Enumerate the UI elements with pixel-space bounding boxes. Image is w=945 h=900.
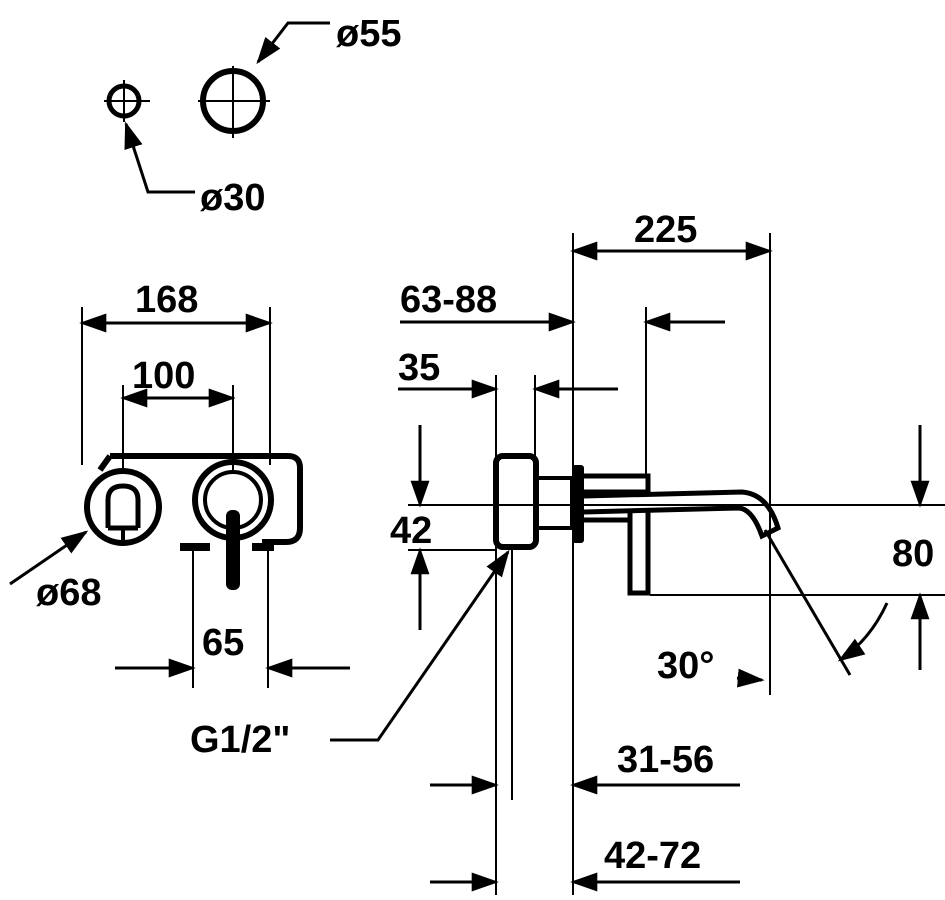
label-35: 35	[398, 347, 440, 389]
leader-d68	[9, 530, 89, 586]
label-31-56: 31-56	[617, 739, 714, 781]
label-100: 100	[132, 355, 195, 397]
label-d30: ø30	[200, 177, 265, 219]
label-g1-2: G1/2"	[190, 719, 290, 761]
label-225: 225	[634, 209, 697, 251]
front-view: 168 100 ø68 65	[9, 279, 350, 688]
wall-plate	[110, 453, 303, 545]
label-65: 65	[202, 622, 244, 664]
label-d68: ø68	[36, 572, 101, 614]
label-42: 42	[390, 510, 432, 552]
cutout-symbols: ø55 ø30	[104, 13, 401, 219]
small-hole-symbol	[104, 80, 150, 122]
label-168: 168	[135, 279, 198, 321]
diverter-knob	[84, 468, 162, 546]
leader-d30	[124, 121, 195, 194]
side-view: 225 63-88 35 42 80 30°	[190, 209, 945, 895]
label-63-88: 63-88	[400, 279, 497, 321]
leader-thread	[330, 549, 510, 742]
label-30-degrees: 30°	[657, 645, 714, 687]
spout	[583, 489, 781, 540]
flow-line	[763, 529, 852, 676]
large-hole-symbol	[198, 66, 270, 138]
label-42-72: 42-72	[604, 835, 701, 877]
leader-d55	[256, 21, 330, 65]
label-80: 80	[892, 533, 934, 575]
mixer-lever	[192, 459, 274, 590]
label-d55: ø55	[336, 13, 401, 55]
trim-plate-side	[493, 453, 539, 550]
